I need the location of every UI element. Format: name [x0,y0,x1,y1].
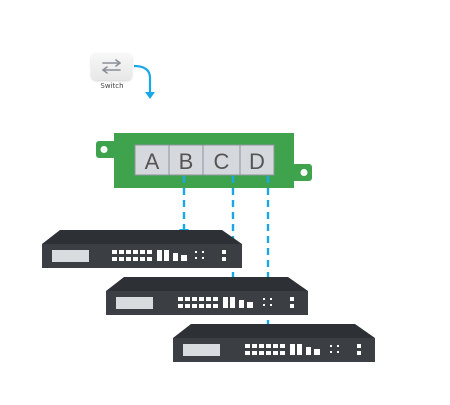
splitter-port-d: D [239,144,275,176]
switch-connection-line [133,64,152,96]
connection-arrowhead-d [263,331,273,339]
port-c-label: C [214,149,230,174]
connection-arrowhead-b [179,229,189,237]
port-d-label: D [249,149,265,174]
splitter-body [96,133,312,188]
switch-connection-arrowhead [145,92,155,99]
switch-arrows-icon [102,59,121,74]
splitter-port-a: A [134,144,170,176]
splitter-port-c: C [202,144,241,176]
connection-arrowhead-c [228,284,238,292]
port-b-label: B [179,149,194,174]
switch-icon [91,53,132,80]
switch-label: Switch [100,82,124,90]
network-device-2 [106,277,308,315]
splitter-port-b: B [168,144,204,176]
port-a-label: A [145,149,160,174]
network-device-1 [42,230,242,268]
network-device-3 [173,324,375,362]
